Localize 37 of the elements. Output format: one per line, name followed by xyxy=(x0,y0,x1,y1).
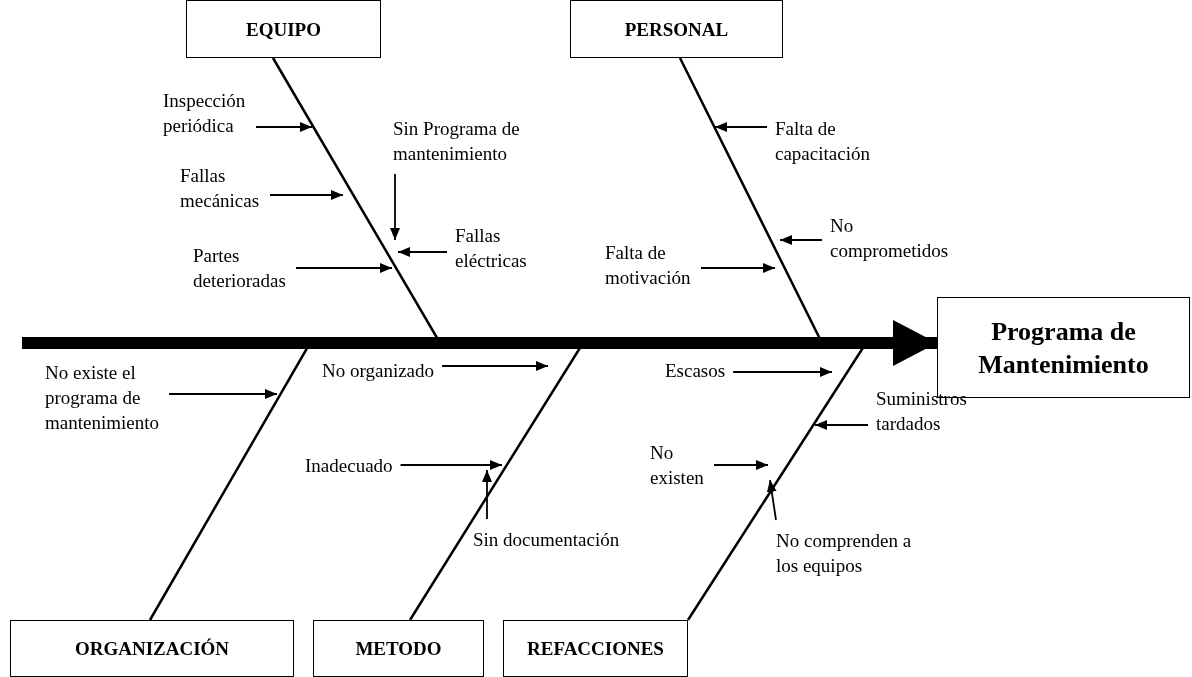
arrow xyxy=(255,122,313,132)
arrow xyxy=(732,367,833,377)
cause-label: Sin documentación xyxy=(473,527,620,552)
category-box: EQUIPO xyxy=(186,0,381,58)
arrow xyxy=(295,263,393,273)
arrow xyxy=(269,190,344,200)
cause-label: No existen xyxy=(650,440,706,490)
category-box: PERSONAL xyxy=(570,0,783,58)
arrow xyxy=(482,469,492,520)
arrow xyxy=(713,460,769,470)
cause-label: Inadecuado xyxy=(305,453,393,478)
arrow xyxy=(168,389,278,399)
cause-label: Escasos xyxy=(665,358,726,383)
arrow xyxy=(399,460,503,470)
cause-label: Fallas mecánicas xyxy=(180,163,262,213)
arrow xyxy=(441,361,549,371)
cause-label: No comprenden a los equipos xyxy=(776,528,914,578)
cause-label: No comprometidos xyxy=(830,213,951,263)
cause-label: Inspección periódica xyxy=(163,88,248,138)
cause-label: Partes deterioradas xyxy=(193,243,288,293)
arrow xyxy=(390,173,400,241)
spine-arrow xyxy=(22,320,937,366)
arrow xyxy=(766,479,777,521)
cause-label: Falta de capacitación xyxy=(775,116,872,166)
cause-label: Sin Programa de mantenimiento xyxy=(393,116,522,166)
cause-label: No organizado xyxy=(322,358,435,383)
arrow xyxy=(814,420,869,430)
cause-label: Falta de motivación xyxy=(605,240,693,290)
cause-label: No existe el programa de mantenimiento xyxy=(45,360,161,435)
category-box: METODO xyxy=(313,620,484,677)
category-box: REFACCIONES xyxy=(503,620,688,677)
category-box: ORGANIZACIÓN xyxy=(10,620,294,677)
arrow xyxy=(397,247,448,257)
cause-label: Fallas eléctricas xyxy=(455,223,529,273)
arrow xyxy=(779,235,823,245)
arrow xyxy=(700,263,776,273)
arrow xyxy=(714,122,768,132)
